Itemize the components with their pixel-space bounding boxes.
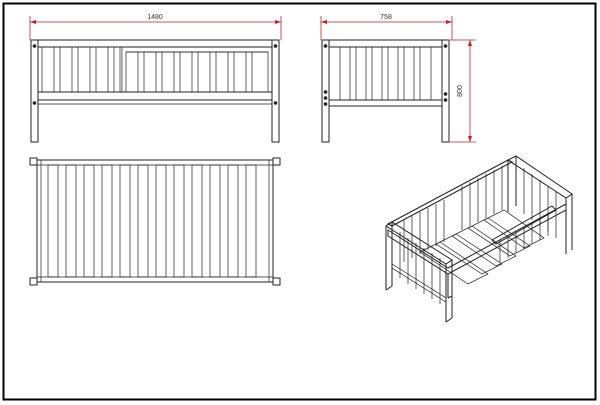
top-frame: [36, 159, 274, 283]
bolt-dot: [273, 101, 278, 105]
side-view: 758 800: [320, 14, 476, 143]
front-right-slats: [137, 52, 253, 92]
top-right-back-post: [272, 157, 281, 166]
side-width-label: 758: [380, 14, 392, 21]
bolt-dot: [323, 90, 328, 94]
bolt-dot: [323, 44, 328, 48]
side-top-rail: [328, 39, 443, 48]
front-top-rail: [37, 39, 273, 48]
bolt-dot: [32, 101, 37, 105]
iso-back-slats: [403, 166, 503, 262]
top-slats: [47, 164, 257, 278]
top-left-front-post: [29, 277, 38, 286]
top-left-back-post: [29, 157, 38, 166]
front-left-slats: [53, 47, 115, 92]
side-bottom-rail: [328, 99, 443, 107]
bolt-dot: [443, 92, 448, 96]
top-right-front-post: [272, 277, 281, 286]
side-width-dimension: 758: [320, 14, 453, 40]
bolt-dot: [32, 44, 37, 48]
iso-foot-slats: [399, 232, 441, 304]
front-view: 1480: [29, 14, 282, 143]
front-bottom-rail: [37, 91, 273, 101]
side-height-dimension: 800: [450, 39, 476, 143]
side-height-label: 800: [457, 85, 464, 97]
front-width-label: 1480: [147, 14, 163, 21]
isometric-view: [385, 155, 573, 323]
bolt-dot: [273, 44, 278, 48]
iso-front-slats: [499, 214, 549, 262]
bolt-dot: [443, 44, 448, 48]
bolt-dot: [443, 98, 448, 102]
front-left-post: [30, 39, 39, 143]
front-width-dimension: 1480: [29, 14, 282, 40]
sheet-border: [2, 2, 597, 401]
bolt-dot: [323, 96, 328, 100]
front-right-post: [271, 39, 280, 143]
side-right-post: [441, 39, 450, 143]
top-view: [29, 157, 281, 286]
side-slats: [349, 47, 421, 100]
side-left-post: [321, 39, 330, 143]
bolt-dot: [323, 102, 328, 106]
